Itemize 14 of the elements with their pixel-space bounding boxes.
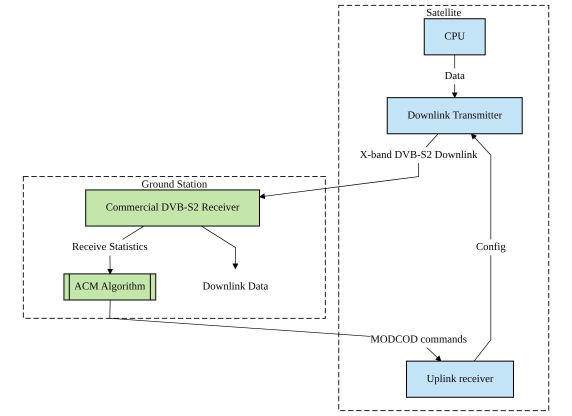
edge-label: Config bbox=[476, 241, 506, 253]
edge-label: MODCOD commands bbox=[370, 334, 467, 346]
edge-label: X-band DVB-S2 Downlink bbox=[360, 149, 478, 161]
node-text: Downlink Data bbox=[202, 280, 268, 292]
arrow bbox=[470, 134, 492, 362]
edge-label: Data bbox=[444, 70, 465, 82]
arrow bbox=[259, 133, 438, 200]
node-box: Uplink receiver bbox=[406, 360, 514, 398]
arrow bbox=[452, 54, 458, 98]
node-box: Downlink Transmitter bbox=[386, 97, 523, 134]
arrow bbox=[200, 226, 238, 270]
node-box: CPU bbox=[424, 18, 486, 56]
edge-label: Receive Statistics bbox=[72, 241, 148, 253]
node-box: Commercial DVB-S2 Receiver bbox=[85, 189, 260, 227]
